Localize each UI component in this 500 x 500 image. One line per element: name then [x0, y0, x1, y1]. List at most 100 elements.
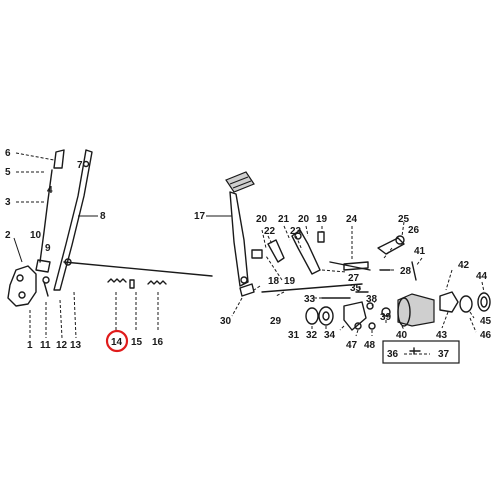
callout-13: 13: [70, 340, 82, 351]
rod-clip: [129, 279, 135, 289]
callout-29: 29: [270, 316, 282, 327]
seal-ring: [305, 307, 319, 325]
bearing-sleeve: [439, 291, 459, 313]
left-leader-lines: [13, 152, 159, 339]
callout-9: 9: [45, 243, 51, 254]
callout-43: 43: [436, 330, 448, 341]
adjusting-bolt: [317, 231, 325, 243]
callout-20: 20: [256, 214, 268, 225]
cross-shaft: [261, 283, 363, 293]
control-rod: [63, 261, 213, 277]
callout-46: 46: [480, 330, 492, 341]
callout-35: 35: [350, 283, 362, 294]
callout-3: 3: [5, 197, 11, 208]
callout-39: 39: [380, 312, 392, 323]
right-leader-lines: [206, 215, 485, 355]
callout-20b: 20: [298, 214, 310, 225]
callout-48: 48: [364, 340, 376, 351]
return-spring: [107, 278, 127, 283]
small-ring: [354, 322, 362, 330]
callout-7: 7: [77, 160, 83, 171]
callout-27: 27: [348, 273, 360, 284]
sleeve-collar: [459, 295, 473, 313]
bellcrank-hub: [294, 232, 302, 240]
callout-44: 44: [476, 271, 488, 282]
callout-37: 37: [438, 349, 450, 360]
seal-bore: [480, 296, 488, 308]
pin-head: [42, 276, 50, 284]
bearing-assembly: [305, 291, 491, 331]
callout-30: 30: [220, 316, 232, 327]
rod-eye: [64, 258, 72, 266]
oil-seal: [477, 292, 491, 312]
adjusting-link: [343, 261, 369, 271]
callout-5: 5: [5, 167, 11, 178]
callout-33: 33: [304, 294, 316, 305]
callout-23: 23: [290, 226, 302, 237]
yoke-bolt: [411, 261, 417, 281]
callout-34: 34: [324, 330, 336, 341]
callout-15: 15: [131, 337, 143, 348]
shaft-washer: [239, 283, 255, 297]
callout-47: 47: [346, 340, 358, 351]
callout-18: 18: [268, 276, 280, 287]
hand-lever-rod: [39, 169, 53, 263]
pedal-arm: [229, 191, 249, 287]
bearing-face: [397, 297, 411, 327]
main-lever: [53, 149, 93, 291]
pivot-pin: [43, 281, 49, 297]
callout-36: 36: [387, 349, 399, 360]
callout-16: 16: [152, 337, 164, 348]
bearing-bore: [322, 311, 330, 321]
retainer-spring: [366, 302, 374, 310]
callout-32: 32: [306, 330, 318, 341]
pedal-pivot: [240, 276, 248, 284]
callout-8: 8: [100, 211, 106, 222]
bracket-hole: [18, 291, 26, 299]
bracket-hole: [16, 274, 24, 282]
release-fork: [343, 301, 367, 331]
clevis-link: [251, 249, 263, 259]
mounting-bracket: [7, 265, 37, 307]
callout-31: 31: [288, 330, 300, 341]
callout-6: 6: [5, 148, 11, 159]
callout-26: 26: [408, 225, 420, 236]
throwout-bearing: [397, 293, 435, 327]
callout-24: 24: [346, 214, 358, 225]
callout-22: 22: [264, 226, 276, 237]
pedal-assembly: [225, 171, 417, 297]
callout-42: 42: [458, 260, 470, 271]
callout-38: 38: [366, 294, 378, 305]
callout-41: 41: [414, 246, 426, 257]
callout-40: 40: [396, 330, 408, 341]
callout-10: 10: [30, 230, 42, 241]
callout-2: 2: [5, 230, 11, 241]
lever-handle: [53, 149, 65, 169]
callout-14: 14: [111, 337, 123, 348]
callout-19b: 19: [316, 214, 328, 225]
callout-4: 4: [47, 185, 53, 196]
callout-labels: 6 5 3 7 4 8 2 10 9 1 11 12 13 14 15 16 1…: [5, 148, 492, 360]
retainer-clip: [381, 307, 391, 317]
lever-arm: [267, 239, 285, 263]
lever-pivot: [82, 160, 90, 168]
release-arm-hub: [395, 235, 405, 245]
inset-fastener: [409, 347, 421, 355]
callout-17: 17: [194, 211, 206, 222]
bellcrank: [291, 229, 321, 275]
snap-ring: [368, 322, 376, 330]
callout-21: 21: [278, 214, 290, 225]
release-arm: [377, 237, 405, 255]
callout-12: 12: [56, 340, 68, 351]
callout-19: 19: [284, 276, 296, 287]
inset-box: [382, 340, 460, 364]
callout-25: 25: [398, 214, 410, 225]
callout-45: 45: [480, 316, 492, 327]
highlight-circle: [105, 329, 129, 353]
bearing-ring: [318, 306, 334, 326]
rod-spring: [147, 280, 167, 285]
callout-28: 28: [400, 266, 412, 277]
detent-link: [35, 259, 51, 273]
